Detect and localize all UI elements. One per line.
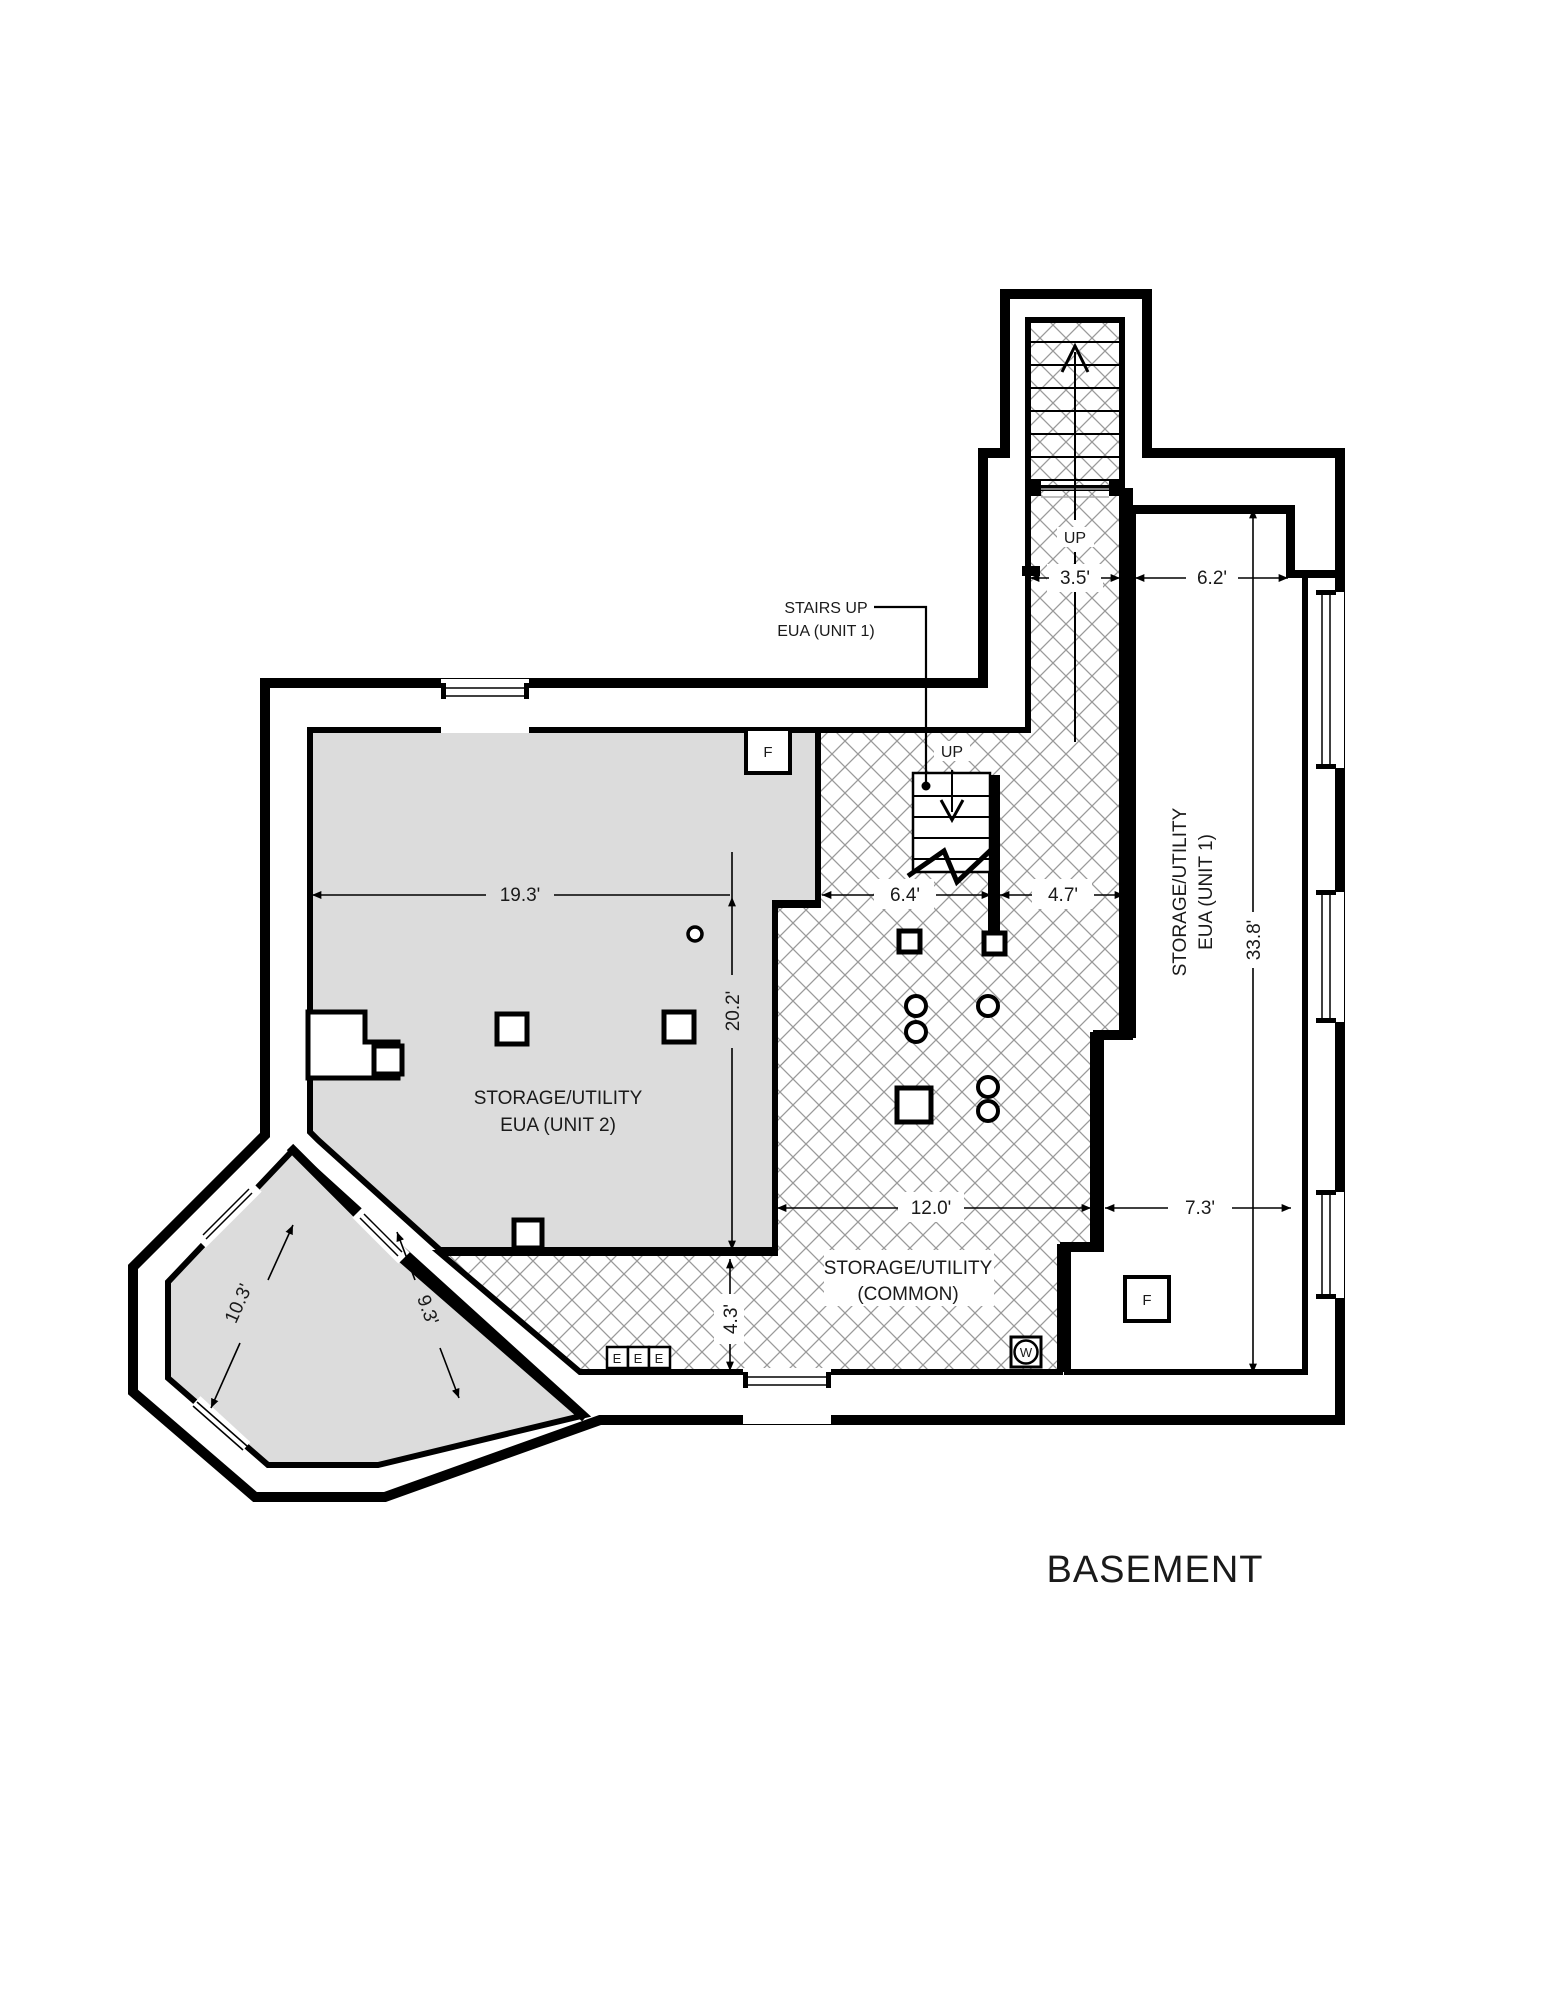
water-heater-label: W bbox=[1020, 1345, 1033, 1360]
window-bay-northwest bbox=[194, 1180, 262, 1248]
dim-common-depth: 4.3' bbox=[721, 1304, 742, 1334]
dimension-lines bbox=[210, 509, 1291, 1409]
column bbox=[511, 1217, 545, 1251]
water-heater: W bbox=[1009, 1335, 1043, 1369]
room-label-common-line2: (COMMON) bbox=[857, 1284, 958, 1305]
pipe bbox=[904, 994, 928, 1018]
pipe bbox=[686, 925, 704, 943]
room-label-common-line1: STORAGE/UTILITY bbox=[824, 1258, 993, 1279]
furnace-unit1: F bbox=[1123, 1275, 1171, 1323]
dim-vestibule-width: 6.2' bbox=[1197, 568, 1227, 589]
electrical-panels: E E E bbox=[605, 1345, 672, 1370]
electrical-panel-label: E bbox=[655, 1351, 664, 1366]
dim-unit1-width: 7.3' bbox=[1185, 1198, 1215, 1219]
window-bay-northeast bbox=[352, 1206, 410, 1264]
column bbox=[661, 1009, 697, 1045]
page-title: BASEMENT bbox=[1046, 1549, 1263, 1591]
room-label-unit1-line2: EUA (UNIT 1) bbox=[1196, 834, 1217, 950]
column bbox=[371, 1043, 405, 1077]
column bbox=[494, 1011, 530, 1047]
dim-unit2-width: 19.3' bbox=[500, 885, 541, 906]
pipe bbox=[976, 994, 1000, 1018]
up-label-mid: UP bbox=[941, 744, 963, 761]
stairs-up-leader bbox=[874, 605, 928, 783]
room-label-unit1-line1: STORAGE/UTILITY bbox=[1170, 807, 1191, 976]
room-label-unit2-line1: STORAGE/UTILITY bbox=[474, 1088, 643, 1109]
column bbox=[981, 930, 1008, 957]
stairs-up-line2: EUA (UNIT 1) bbox=[777, 623, 875, 640]
window-bay-southwest bbox=[189, 1396, 251, 1454]
electrical-panel-label: E bbox=[613, 1351, 622, 1366]
mid-stairs-arrow-head bbox=[939, 799, 965, 824]
column bbox=[896, 928, 923, 955]
pipe bbox=[976, 1075, 1000, 1099]
fixtures: F F W E E E bbox=[605, 727, 1171, 1370]
stair-break-line bbox=[906, 847, 994, 887]
window-east-3 bbox=[1316, 1190, 1344, 1299]
window-top-wall bbox=[441, 679, 529, 733]
up-label-tower: UP bbox=[1064, 530, 1086, 547]
pipe bbox=[904, 1020, 928, 1044]
dim-common-width: 12.0' bbox=[911, 1198, 952, 1219]
dim-stair-east-width: 4.7' bbox=[1048, 885, 1078, 906]
stairs-up-leader-dot bbox=[921, 781, 931, 791]
window-east-1 bbox=[1316, 590, 1344, 769]
dim-stair-bay-width: 6.4' bbox=[890, 885, 920, 906]
windows bbox=[189, 590, 1344, 1454]
electrical-panel-label: E bbox=[634, 1351, 643, 1366]
dim-corridor-width: 3.5' bbox=[1060, 568, 1090, 589]
window-bottom-wall bbox=[743, 1368, 831, 1424]
up-label-halo-mid bbox=[934, 741, 970, 761]
dim-unit1-depth: 33.8' bbox=[1244, 920, 1265, 961]
furnace-unit2-label: F bbox=[763, 744, 772, 761]
up-label-halo-top bbox=[1057, 527, 1094, 547]
furnace-unit2: F bbox=[744, 727, 792, 775]
furnace-unit1-label: F bbox=[1142, 1292, 1151, 1309]
common-label-halo bbox=[824, 1250, 994, 1306]
room-label-unit2-line2: EUA (UNIT 2) bbox=[500, 1115, 616, 1136]
stairs-up-annotation: STAIRS UP EUA (UNIT 1) bbox=[777, 600, 931, 791]
column bbox=[894, 1085, 934, 1125]
window-east-2 bbox=[1316, 890, 1344, 1023]
columns-and-pipes bbox=[371, 925, 1008, 1251]
pipe bbox=[976, 1099, 1000, 1123]
dim-unit2-depth: 20.2' bbox=[723, 991, 744, 1032]
stairs-up-line1: STAIRS UP bbox=[784, 600, 867, 617]
unit2-area bbox=[307, 727, 821, 1253]
room-labels: STORAGE/UTILITY EUA (UNIT 2) STORAGE/UTI… bbox=[474, 807, 1217, 1306]
